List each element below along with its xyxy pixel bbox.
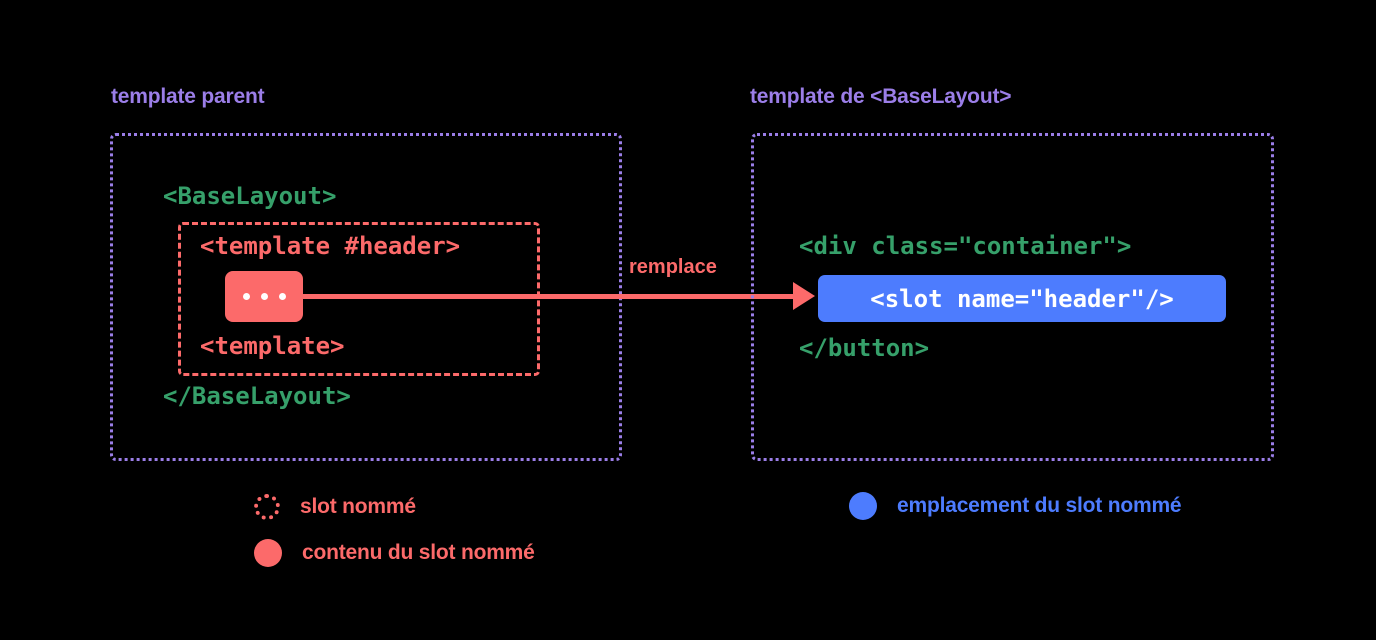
legend-item-named-slot-outlet: emplacement du slot nommé xyxy=(849,492,1182,520)
legend-label-named-slot-content: contenu du slot nommé xyxy=(302,541,535,564)
code-template-header-open-tag: <template #header> xyxy=(200,232,461,260)
filled-circle-icon xyxy=(254,539,282,567)
dotted-circle-icon xyxy=(254,494,280,520)
ellipsis-dot-icon xyxy=(260,293,268,300)
code-div-container-open-tag: <div class="container"> xyxy=(799,232,1132,260)
ellipsis-dot-icon xyxy=(278,293,286,300)
code-baselayout-close-tag: </BaseLayout> xyxy=(163,382,351,410)
legend-label-named-slot-outlet: emplacement du slot nommé xyxy=(897,494,1182,517)
named-slot-content-chip xyxy=(225,271,303,322)
arrow-label: remplace xyxy=(629,256,717,278)
panel-title-parent: template parent xyxy=(111,85,265,108)
legend-item-named-slot-content: contenu du slot nommé xyxy=(254,539,535,567)
code-template-close-tag: <template> xyxy=(200,332,345,360)
code-slot-outlet-tag: <slot name="header"/> xyxy=(870,284,1174,313)
code-container-close-tag: </button> xyxy=(799,334,930,362)
ellipsis-dot-icon xyxy=(242,293,250,300)
panel-title-baselayout: template de <BaseLayout> xyxy=(750,85,1012,108)
legend-label-named-slot: slot nommé xyxy=(300,495,416,518)
arrow-head-icon xyxy=(793,282,815,310)
named-slot-outline xyxy=(178,222,540,376)
named-slot-outlet-chip: <slot name="header"/> xyxy=(818,275,1226,322)
arrow-right-icon xyxy=(301,294,801,299)
panel-baselayout-template xyxy=(751,133,1274,461)
legend-item-named-slot: slot nommé xyxy=(254,494,416,520)
filled-circle-icon xyxy=(849,492,877,520)
code-baselayout-open-tag: <BaseLayout> xyxy=(163,182,337,210)
